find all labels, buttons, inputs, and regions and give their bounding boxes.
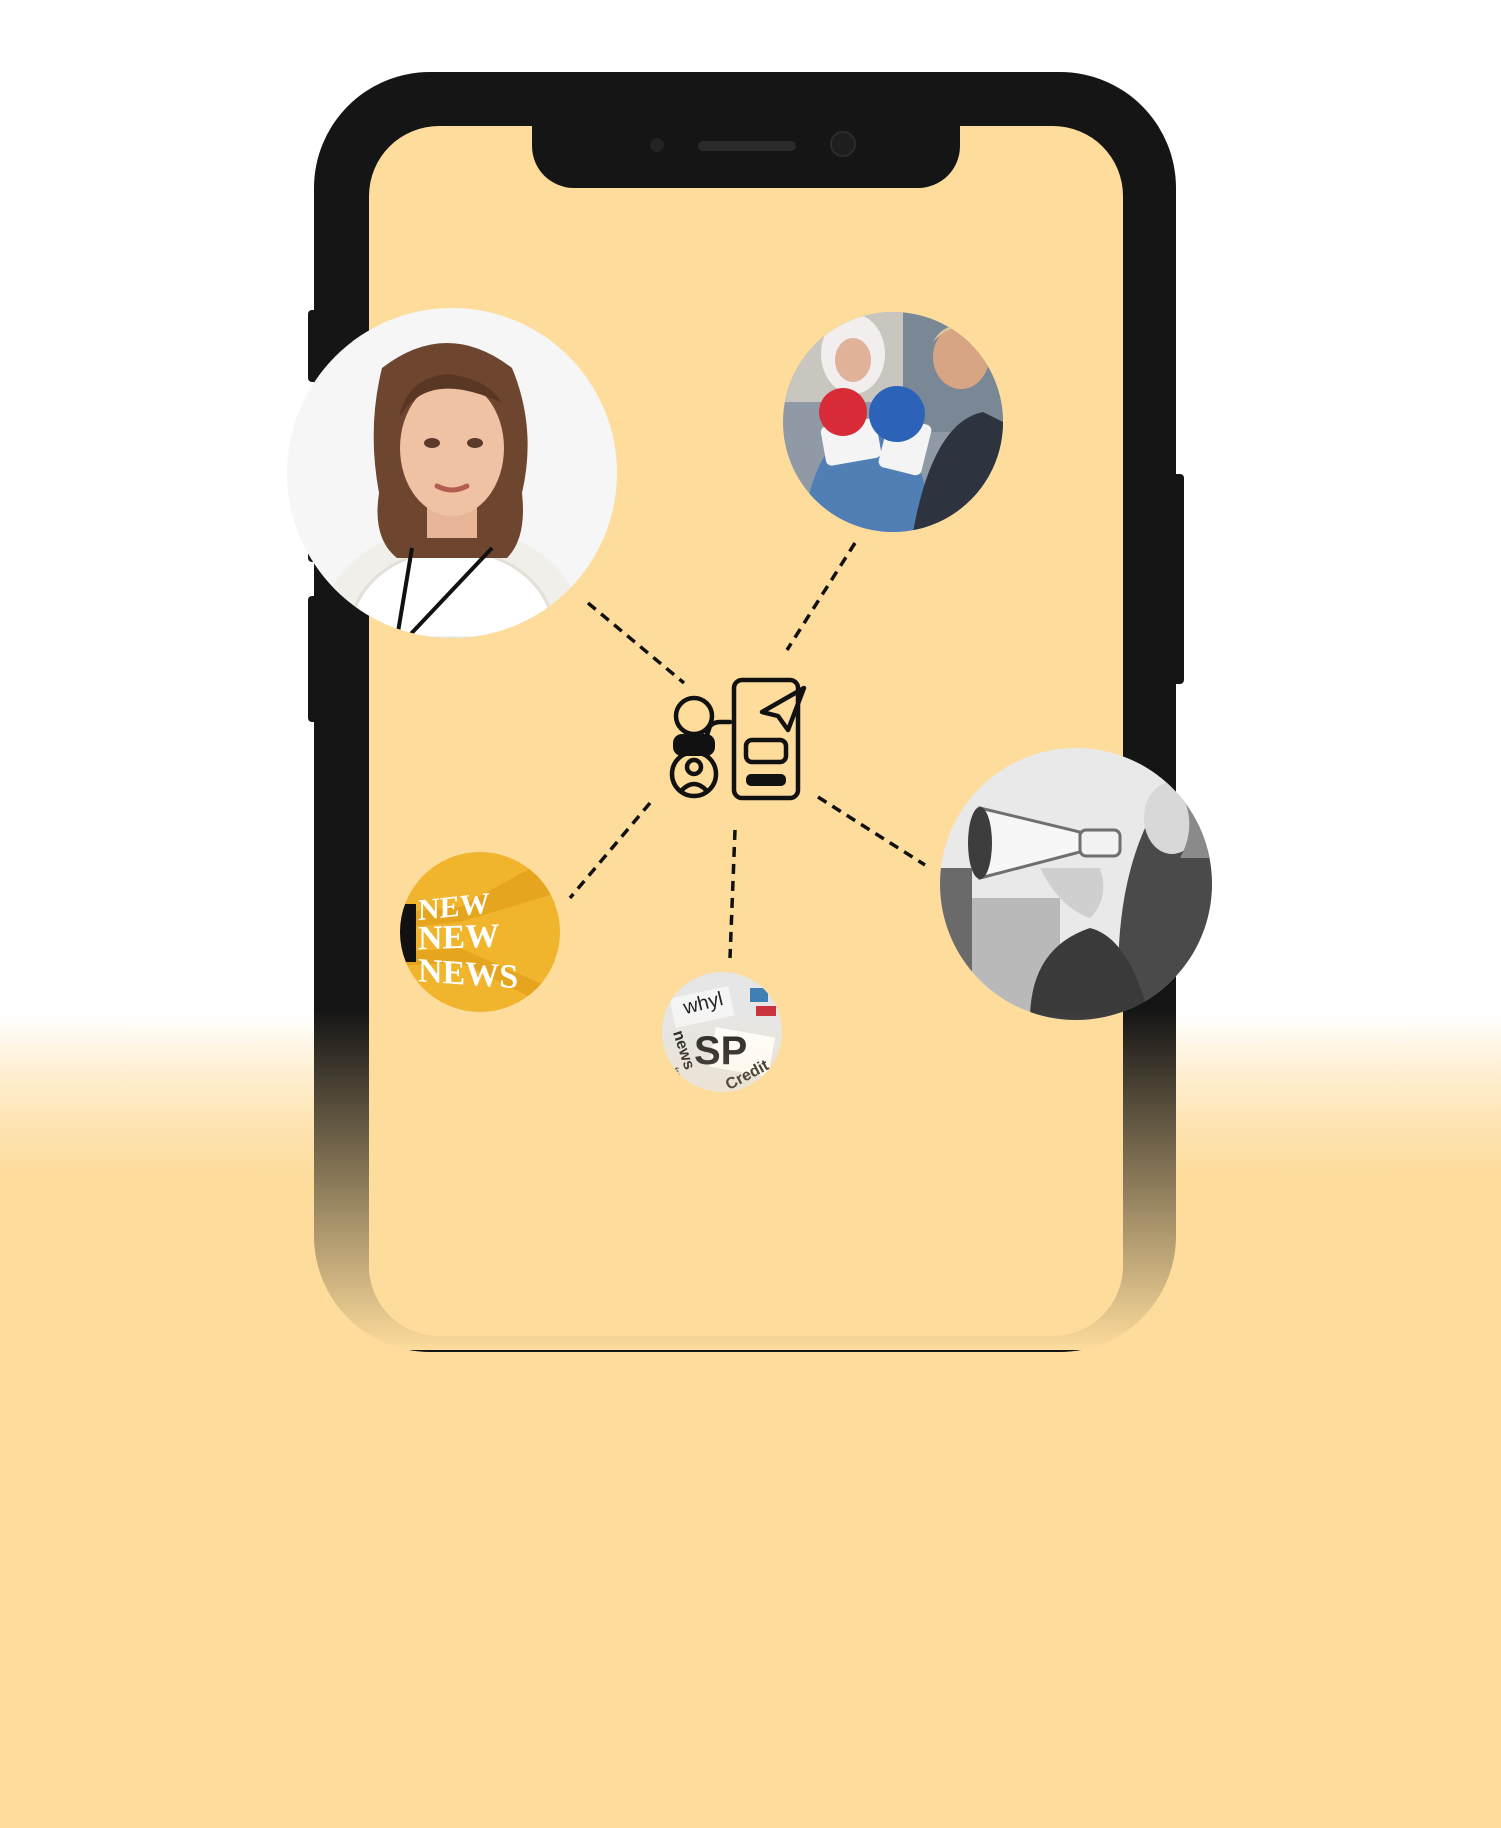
- press-microphones-photo: [783, 312, 1003, 532]
- svg-text:NEWS: NEWS: [418, 952, 518, 996]
- fake-news-typography-icon: NEW NEW NEWS: [400, 852, 560, 1012]
- user-phone-send-icon: [669, 677, 807, 801]
- bottom-fade-overlay: [0, 1010, 1501, 1350]
- woman-portrait-photo: [287, 308, 617, 638]
- svg-text:NEW: NEW: [418, 918, 499, 958]
- megaphone-protester-photo: [940, 748, 1212, 1020]
- woman-portrait-icon: [287, 308, 617, 638]
- megaphone-icon: [940, 748, 1212, 1020]
- phone-notch: [532, 126, 960, 188]
- fake-news-photo: NEW NEW NEWS: [400, 852, 560, 1012]
- proximity-sensor: [650, 138, 664, 152]
- front-camera: [830, 131, 856, 157]
- phone-power-button: [1172, 474, 1184, 684]
- phone-side-button: [308, 310, 318, 382]
- earpiece-speaker: [698, 141, 796, 151]
- phone-volume-down-button: [308, 596, 318, 722]
- press-microphones-icon: [783, 312, 1003, 532]
- svg-text:NEW: NEW: [418, 886, 490, 927]
